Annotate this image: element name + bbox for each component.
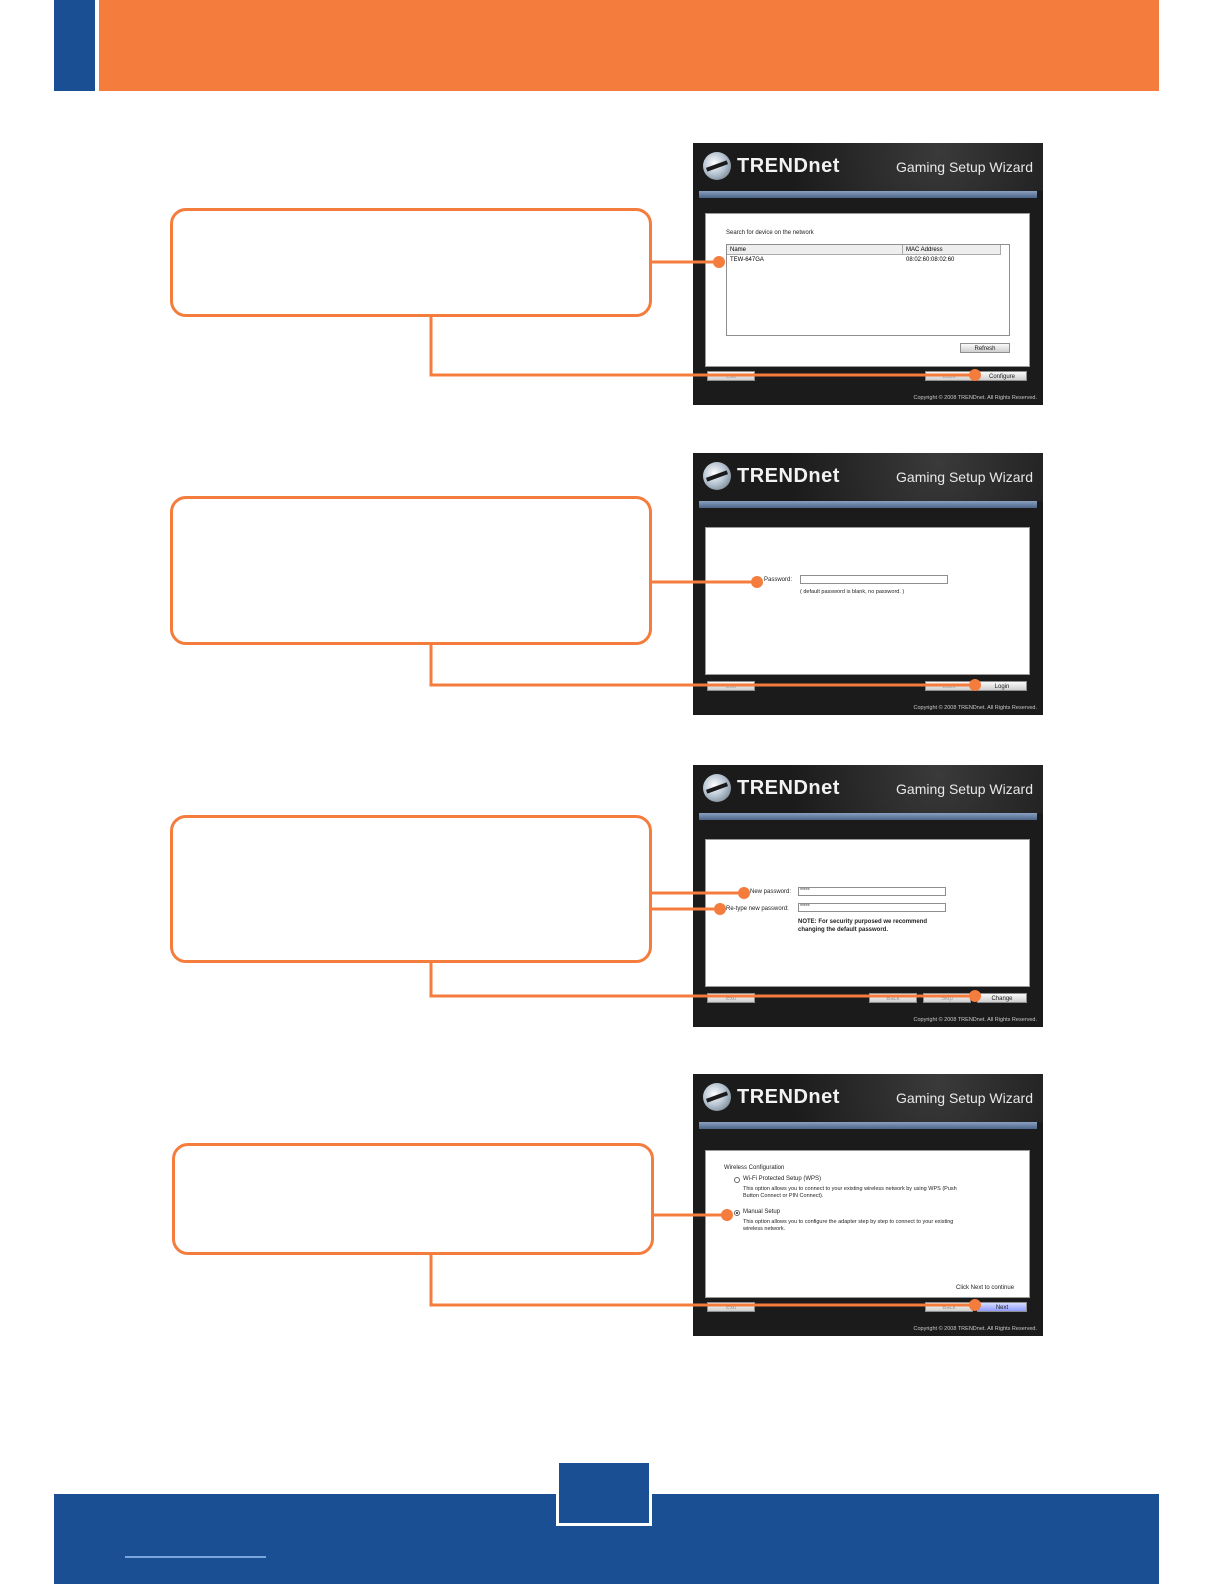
callout-box-2 xyxy=(170,496,652,645)
manual-setup-radio[interactable] xyxy=(734,1210,740,1216)
retype-password-label: Re-type new password: xyxy=(726,906,789,912)
wizard-panel: Search for device on the network Name MA… xyxy=(705,213,1030,367)
wizard-stripe xyxy=(699,813,1037,820)
column-header-name[interactable]: Name xyxy=(727,245,903,255)
trendnet-logo-icon xyxy=(703,152,731,180)
copyright-text: Copyright © 2008 TRENDnet. All Rights Re… xyxy=(913,1326,1037,1332)
security-note-line2: changing the default password. xyxy=(798,927,889,933)
new-password-label: New password: xyxy=(750,889,792,895)
wizard-brand: TRENDnet xyxy=(737,1086,840,1108)
device-row-name[interactable]: TEW-647GA xyxy=(730,257,764,263)
wizard-header: TRENDnet Gaming Setup Wizard xyxy=(693,1074,1043,1122)
wizard-header: TRENDnet Gaming Setup Wizard xyxy=(693,765,1043,813)
configure-button[interactable]: Configure xyxy=(977,371,1027,381)
exit-button[interactable]: Exit xyxy=(707,993,755,1003)
callout-box-1 xyxy=(170,208,652,317)
manual-description-line1: This option allows you to configure the … xyxy=(743,1219,954,1225)
skip-button[interactable]: Skip xyxy=(923,993,971,1003)
trendnet-logo-icon xyxy=(703,462,731,490)
password-note: ( default password is blank, no password… xyxy=(800,589,905,595)
wizard-title: Gaming Setup Wizard xyxy=(896,159,1033,175)
wizard-panel: Password: ( default password is blank, n… xyxy=(705,527,1030,675)
trendnet-logo-icon xyxy=(703,1083,731,1111)
login-button[interactable]: Login xyxy=(977,681,1027,691)
wizard-title: Gaming Setup Wizard xyxy=(896,781,1033,797)
callout-box-4 xyxy=(172,1143,654,1255)
back-button[interactable]: Back xyxy=(925,681,973,691)
wireless-config-heading: Wireless Configuration xyxy=(724,1165,785,1171)
header-orange-bar xyxy=(99,0,1159,91)
wizard-header: TRENDnet Gaming Setup Wizard xyxy=(693,453,1043,501)
wizard-title: Gaming Setup Wizard xyxy=(896,469,1033,485)
wizard-brand: TRENDnet xyxy=(737,155,840,177)
trendnet-logo-icon xyxy=(703,774,731,802)
copyright-text: Copyright © 2008 TRENDnet. All Rights Re… xyxy=(913,705,1037,711)
back-button[interactable]: Back xyxy=(925,1302,973,1312)
device-row-mac[interactable]: 08:02:60:08:02:60 xyxy=(906,257,955,263)
wizard-brand: TRENDnet xyxy=(737,777,840,799)
new-password-input[interactable]: ***** xyxy=(798,887,946,896)
wizard-window-wireless-config: TRENDnet Gaming Setup Wizard Wireless Co… xyxy=(693,1074,1043,1336)
exit-button[interactable]: Exit xyxy=(707,371,755,381)
wizard-window-device-search: TRENDnet Gaming Setup Wizard Search for … xyxy=(693,143,1043,405)
wizard-stripe xyxy=(699,1122,1037,1129)
exit-button[interactable]: Exit xyxy=(707,1302,755,1312)
wizard-stripe xyxy=(699,191,1037,198)
manual-setup-label[interactable]: Manual Setup xyxy=(743,1209,781,1215)
wizard-panel: New password: ***** Re-type new password… xyxy=(705,839,1030,987)
search-heading: Search for device on the network xyxy=(726,230,814,236)
wps-description-line1: This option allows you to connect to you… xyxy=(743,1186,957,1192)
change-button[interactable]: Change xyxy=(977,993,1027,1003)
next-button[interactable]: Next xyxy=(977,1302,1027,1312)
exit-button[interactable]: Exit xyxy=(707,681,755,691)
footer-link[interactable] xyxy=(125,1556,266,1558)
back-button[interactable]: Back xyxy=(869,993,917,1003)
refresh-button[interactable]: Refresh xyxy=(960,343,1010,353)
copyright-text: Copyright © 2008 TRENDnet. All Rights Re… xyxy=(913,395,1037,401)
copyright-text: Copyright © 2008 TRENDnet. All Rights Re… xyxy=(913,1017,1037,1023)
password-input[interactable] xyxy=(800,575,948,584)
wizard-title: Gaming Setup Wizard xyxy=(896,1090,1033,1106)
continue-hint: Click Next to continue xyxy=(956,1285,1015,1291)
retype-password-input[interactable]: ***** xyxy=(798,903,946,912)
wps-radio[interactable] xyxy=(734,1177,740,1183)
wizard-header: TRENDnet Gaming Setup Wizard xyxy=(693,143,1043,191)
device-table: Name MAC Address TEW-647GA 08:02:60:08:0… xyxy=(726,244,1010,336)
back-button[interactable]: Back xyxy=(925,371,973,381)
wps-description-line2: Button Connect or PIN Connect). xyxy=(743,1193,824,1199)
column-header-mac[interactable]: MAC Address xyxy=(903,245,1001,255)
wizard-brand: TRENDnet xyxy=(737,465,840,487)
wizard-window-change-password: TRENDnet Gaming Setup Wizard New passwor… xyxy=(693,765,1043,1027)
wizard-panel: Wireless Configuration Wi-Fi Protected S… xyxy=(705,1150,1030,1298)
header-blue-block xyxy=(54,0,95,91)
wizard-window-login: TRENDnet Gaming Setup Wizard Password: (… xyxy=(693,453,1043,715)
wizard-stripe xyxy=(699,501,1037,508)
security-note-line1: NOTE: For security purposed we recommend xyxy=(798,919,928,925)
callout-box-3 xyxy=(170,815,652,963)
password-label: Password: xyxy=(764,577,793,583)
page-number-tab xyxy=(556,1460,652,1526)
wps-label[interactable]: Wi-Fi Protected Setup (WPS) xyxy=(743,1176,822,1182)
manual-description-line2: wireless network. xyxy=(743,1226,786,1232)
